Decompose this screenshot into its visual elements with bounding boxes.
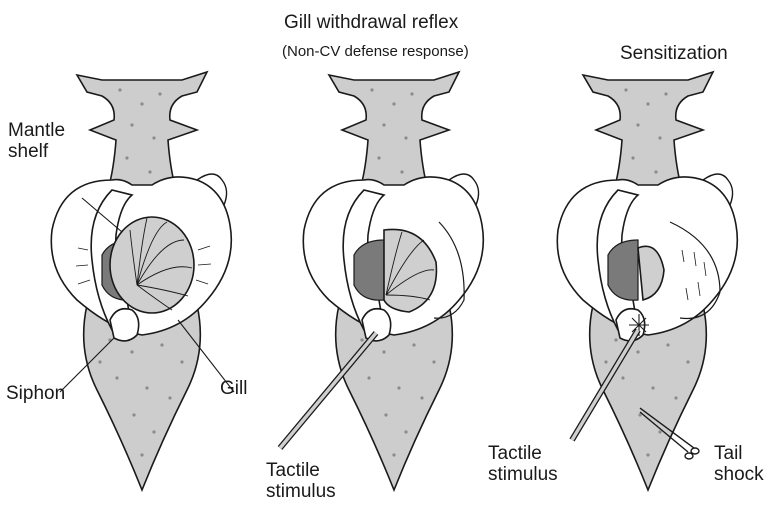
- gill-extended-icon: [110, 217, 194, 313]
- figure-title: Gill withdrawal reflex: [284, 12, 458, 34]
- label-gill: Gill: [220, 378, 247, 399]
- label-tactile-stimulus-right: Tactile stimulus: [488, 443, 558, 485]
- figure-subtitle: (Non-CV defense response): [282, 43, 469, 60]
- panel-withdrawal: [280, 72, 483, 490]
- label-tactile-stimulus-middle: Tactile stimulus: [266, 460, 336, 502]
- label-tail-shock: Tail shock: [714, 443, 764, 485]
- panel-title-sensitization: Sensitization: [620, 43, 728, 65]
- label-mantle-shelf: Mantle shelf: [8, 120, 65, 162]
- panel-resting: [51, 72, 231, 490]
- panel-sensitization: [557, 72, 737, 490]
- label-siphon: Siphon: [6, 383, 65, 404]
